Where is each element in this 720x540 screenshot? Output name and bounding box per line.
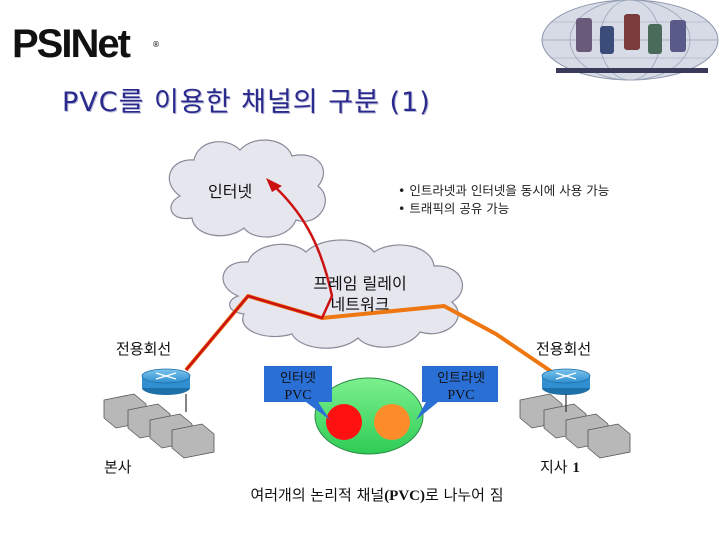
diagram-caption: 여러개의 논리적 채널(PVC)로 나누어 짐 xyxy=(232,484,522,505)
frame-relay-label-line1: 프레임 릴레이 xyxy=(313,274,407,293)
caption-part1: 여러개의 논리적 채널 xyxy=(250,486,385,504)
branch-computers-icon xyxy=(519,393,631,459)
frame-relay-cloud xyxy=(222,239,464,349)
feature-bullets: • 인트라넷과 인터넷을 동시에 사용 가능 • 트래픽의 공유 가능 xyxy=(398,182,609,218)
router-left-icon xyxy=(141,368,191,395)
pvc-internet-tag-line1: 인터넷 xyxy=(280,371,316,386)
internet-cloud-label: 인터넷 xyxy=(208,182,253,201)
pvc-intranet-tag: 인트라넷 PVC xyxy=(425,370,497,404)
page-title: PVC를 이용한 채널의 구분 (1) xyxy=(62,87,431,118)
pvc-internet-tag: 인터넷 PVC xyxy=(270,370,326,404)
caption-part3: 로 나누어 짐 xyxy=(425,486,504,504)
internet-cloud xyxy=(168,139,326,238)
leased-line-left-label: 전용회선 xyxy=(116,340,172,358)
pvc-internet-tag-line2: PVC xyxy=(284,388,312,403)
bullet-item: • 인트라넷과 인터넷을 동시에 사용 가능 xyxy=(398,183,610,198)
frame-relay-label-line2: 네트워크 xyxy=(330,295,390,314)
pvc-internet-tag-box xyxy=(264,366,332,420)
pvc-bubble xyxy=(314,377,424,455)
pvc-internet-circle xyxy=(326,404,362,440)
globe-banner-image xyxy=(541,0,719,81)
branch-site-label: 지사 1 xyxy=(540,456,580,477)
leased-line-right-label: 전용회선 xyxy=(536,340,592,358)
trademark-mark: ® xyxy=(152,40,160,49)
router-right-icon xyxy=(541,368,591,395)
pvc-intranet-circle xyxy=(374,404,410,440)
caption-part2: (PVC) xyxy=(384,488,426,504)
pvc-intranet-tag-line2: PVC xyxy=(447,388,475,403)
pvc-intranet-tag-line1: 인트라넷 xyxy=(437,371,485,386)
internet-path xyxy=(185,178,334,371)
psinet-logo: PSINet ® xyxy=(12,10,162,64)
branch-site-name: 지사 xyxy=(540,458,568,476)
hq-computers-icon xyxy=(103,393,215,459)
hq-site-label: 본사 xyxy=(104,458,132,476)
bullet-item: • 트래픽의 공유 가능 xyxy=(398,201,510,216)
branch-site-number: 1 xyxy=(572,460,580,476)
pvc-intranet-tag-box xyxy=(416,366,498,420)
logo-text: PSINet xyxy=(12,22,131,66)
frame-relay-label: 프레임 릴레이 네트워크 xyxy=(300,273,420,315)
arrow-head-icon xyxy=(266,178,282,192)
